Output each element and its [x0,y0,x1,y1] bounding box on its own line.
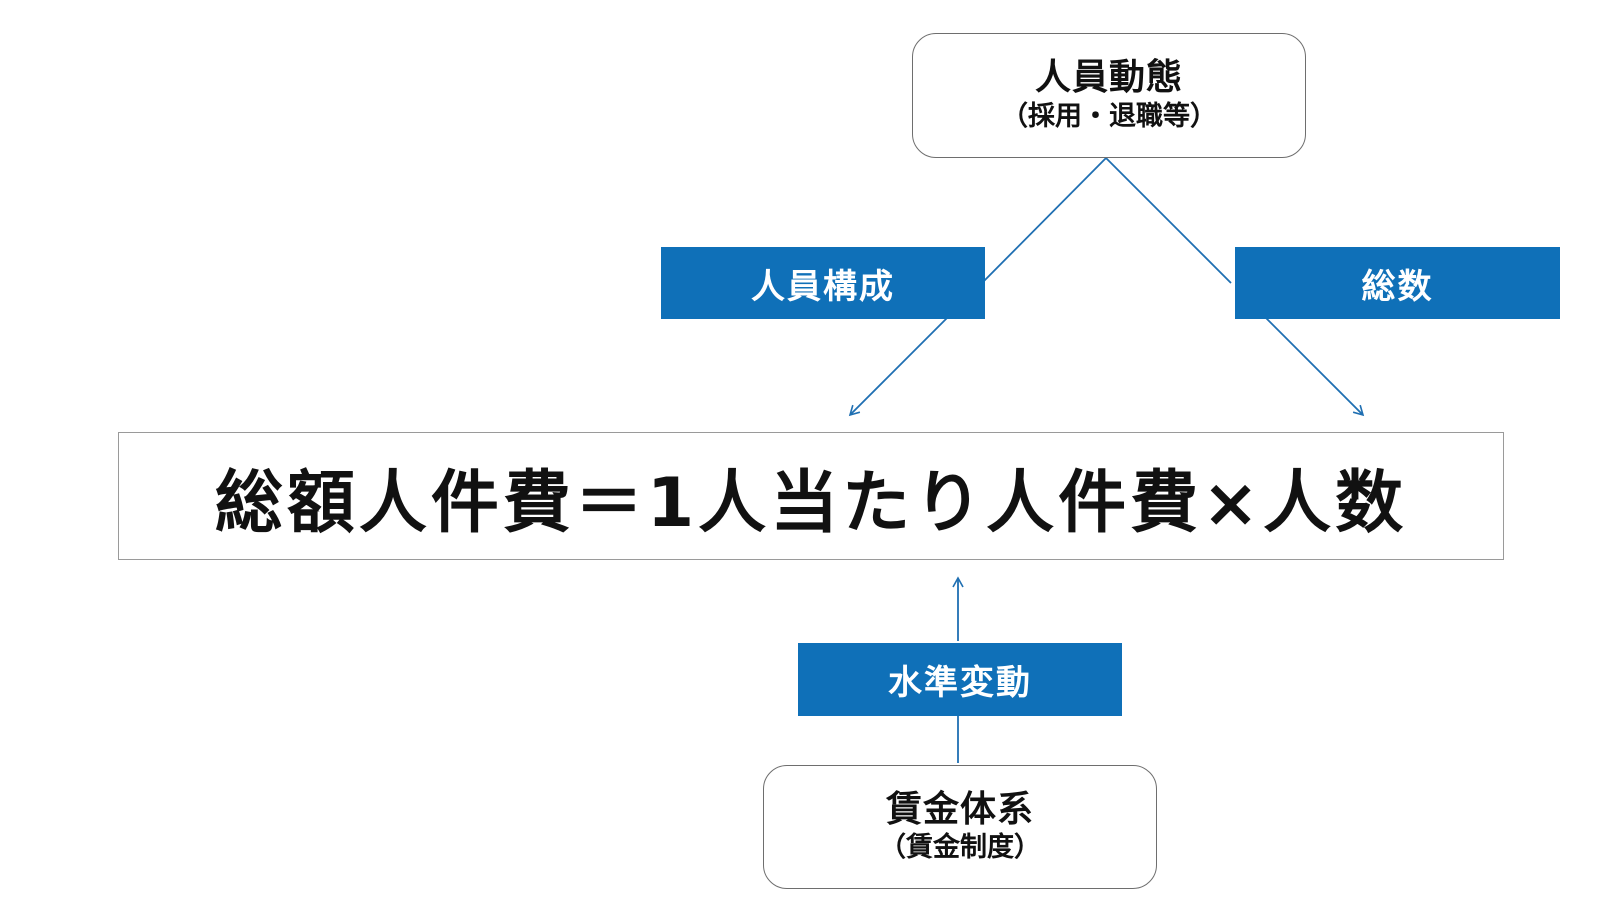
right-label-box: 総数 [1235,247,1560,319]
arrow-right-to-formula [1265,317,1365,417]
bottom-node-box: 賃金体系 （賃金制度） [763,765,1157,889]
formula-box: 総額人件費＝1人当たり人件費×人数 [118,432,1504,560]
bottom-label-box: 水準変動 [798,643,1122,716]
connector-top-to-left-label [981,157,1107,284]
bottom-label-text: 水準変動 [888,663,1032,703]
formula-text: 総額人件費＝1人当たり人件費×人数 [214,463,1408,543]
top-node-subtitle: （採用・退職等） [1001,100,1217,132]
left-label-box: 人員構成 [661,247,985,319]
bottom-node-title: 賃金体系 [885,788,1034,830]
arrow-left-to-formula [848,317,948,417]
bottom-node-subtitle: （賃金制度） [879,832,1041,864]
top-node-title: 人員動態 [1034,57,1183,99]
top-node-box: 人員動態 （採用・退職等） [912,33,1306,158]
right-label-text: 総数 [1361,266,1434,307]
left-label-text: 人員構成 [751,266,895,307]
connector-top-to-right-label [1105,157,1232,284]
